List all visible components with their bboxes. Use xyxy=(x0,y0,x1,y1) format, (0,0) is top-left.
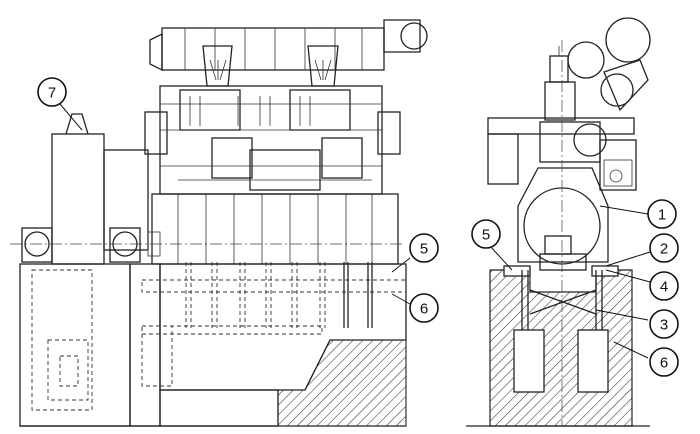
svg-text:7: 7 xyxy=(48,85,56,102)
end-elevation-view xyxy=(466,17,651,427)
engine-frame xyxy=(10,193,402,265)
engine-upper-casing xyxy=(149,19,428,87)
callout-2-right: 2 xyxy=(649,233,679,263)
engine-block xyxy=(144,85,401,195)
svg-text:6: 6 xyxy=(420,301,428,318)
callout-1-right: 1 xyxy=(647,199,677,229)
svg-text:1: 1 xyxy=(658,207,666,224)
left-foundation xyxy=(19,263,407,427)
callout-5-right: 5 xyxy=(471,219,501,249)
side-elevation-view xyxy=(10,19,428,427)
callout-4-right: 4 xyxy=(649,271,679,301)
right-foundation xyxy=(466,265,650,427)
callout-6-left: 6 xyxy=(409,293,439,323)
callout-6-right: 6 xyxy=(649,347,679,377)
svg-text:4: 4 xyxy=(660,279,668,296)
end-view-top xyxy=(487,17,651,191)
callout-5-left: 5 xyxy=(409,233,439,263)
svg-text:2: 2 xyxy=(660,241,668,258)
generator-unit xyxy=(21,113,161,265)
holding-down-bolts-side xyxy=(185,262,373,328)
svg-text:5: 5 xyxy=(420,241,428,258)
svg-text:5: 5 xyxy=(482,227,490,244)
callout-7-left: 7 xyxy=(37,77,67,107)
callout-3-right: 3 xyxy=(649,309,679,339)
svg-text:6: 6 xyxy=(660,355,668,372)
svg-text:3: 3 xyxy=(660,317,668,334)
leader-lines xyxy=(59,103,651,359)
